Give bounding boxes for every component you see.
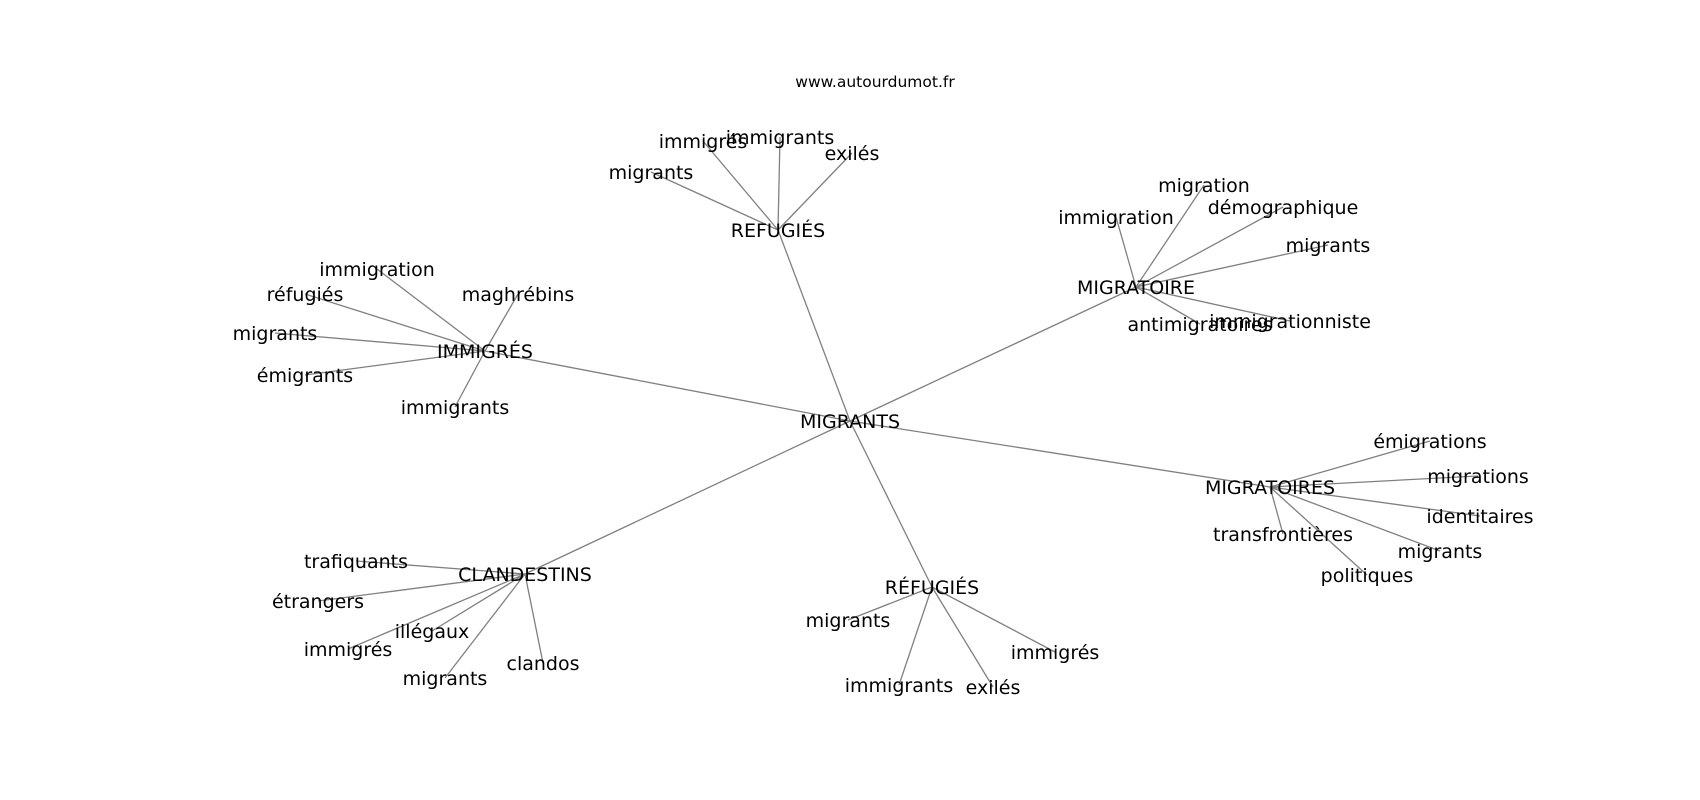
edge-migratoire-demographique xyxy=(1135,206,1284,288)
leaf-node-immigrants: immigrants xyxy=(401,397,509,419)
edges xyxy=(274,136,1481,688)
edge-immigres-refugies xyxy=(304,293,486,352)
hub-node-migratoire-1: MIGRATOIRE xyxy=(1077,277,1195,299)
hub-node-refugies-5: RÉFUGIÉS xyxy=(885,576,979,599)
edge-migratoires-migrants xyxy=(1269,486,1441,552)
leaf-node-immigration: immigration xyxy=(319,259,434,281)
edge-migratoires-identitaires xyxy=(1269,486,1481,517)
leaf-node-migrants: migrants xyxy=(609,162,694,184)
edge-clandestins-trafiquants xyxy=(355,560,526,575)
edge-migratoire-migration xyxy=(1135,184,1205,288)
edge-refugies-exiles xyxy=(777,152,853,231)
leaf-node-emigrants: émigrants xyxy=(257,365,353,387)
leaf-node-exiles: exilés xyxy=(966,677,1021,699)
hub-node-immigres-2: IMMIGRÉS xyxy=(437,340,533,363)
leaf-node-immigres: immigrés xyxy=(1011,642,1100,664)
edge-migratoire-immigration xyxy=(1115,216,1137,288)
leaf-node-migrants: migrants xyxy=(403,668,488,690)
leaf-node-migration: migration xyxy=(1158,175,1250,197)
leaf-node-politiques: politiques xyxy=(1321,565,1414,587)
edge-migratoires-migrations xyxy=(1269,475,1479,488)
edge-root-clandestins xyxy=(524,420,851,575)
edge-migratoires-politiques xyxy=(1269,486,1368,576)
leaf-node-migrants: migrants xyxy=(1286,235,1371,257)
edge-immigres-maghrebins xyxy=(484,293,519,352)
leaf-node-antimigratoires: antimigratoires xyxy=(1127,314,1272,336)
hub-node-migratoires-3: MIGRATOIRES xyxy=(1205,477,1335,499)
leaf-node-trafiquants: trafiquants xyxy=(304,551,408,573)
leaf-node-illegaux: illégaux xyxy=(395,621,470,643)
leaf-node-immigrants: immigrants xyxy=(845,675,953,697)
edge-immigres-migrants xyxy=(274,332,486,352)
leaf-node-migrants: migrants xyxy=(233,323,318,345)
leaf-node-maghrebins: maghrébins xyxy=(462,284,575,306)
leaf-node-immigrants: immigrants xyxy=(726,127,834,149)
leaf-node-immigres: immigrés xyxy=(304,639,393,661)
edge-migratoire-antimigratoires xyxy=(1135,286,1201,325)
edge-refugies-migrants xyxy=(847,586,933,621)
leaf-node-clandos: clandos xyxy=(507,653,580,675)
edge-immigres-emigrants xyxy=(304,350,486,376)
leaf-node-demographique: démographique xyxy=(1208,197,1359,219)
edge-root-refugies xyxy=(777,229,851,422)
edge-immigres-immigrants xyxy=(454,350,486,408)
edge-refugies-immigrants xyxy=(898,586,933,686)
edge-refugies-migrants xyxy=(650,171,779,231)
hub-node-clandestins-4: CLANDESTINS xyxy=(458,564,592,586)
leaf-node-migrants: migrants xyxy=(806,610,891,632)
edge-clandestins-illegaux xyxy=(431,573,526,632)
hub-node-refugies-0: REFUGIÉS xyxy=(731,219,825,242)
leaf-node-etrangers: étrangers xyxy=(272,591,364,613)
edge-clandestins-etrangers xyxy=(317,573,526,602)
edge-root-migratoire xyxy=(849,286,1137,422)
edge-refugies-immigres xyxy=(931,586,1056,653)
leaf-node-migrants: migrants xyxy=(1398,541,1483,563)
source-watermark: www.autourdumot.fr xyxy=(795,73,955,91)
edge-clandestins-migrants xyxy=(444,573,526,679)
edge-refugies-immigres xyxy=(702,140,779,231)
edge-migratoires-emigrations xyxy=(1269,440,1431,488)
leaf-node-emigrations: émigrations xyxy=(1373,431,1486,453)
leaf-node-immigration: immigration xyxy=(1058,207,1173,229)
edge-migratoires-transfrontieres xyxy=(1269,486,1284,535)
edge-root-migratoires xyxy=(849,420,1271,488)
labels: MIGRANTSREFUGIÉSimmigrantsimmigrésexilés… xyxy=(233,127,1534,699)
leaf-node-immigres: immigrés xyxy=(659,131,748,153)
leaf-node-immigrationniste: immigrationniste xyxy=(1209,311,1371,333)
edge-clandestins-clandos xyxy=(524,573,544,664)
leaf-node-migrations: migrations xyxy=(1427,466,1529,488)
edge-clandestins-immigres xyxy=(347,573,526,650)
edge-refugies-immigrants xyxy=(777,136,781,231)
leaf-node-identitaires: identitaires xyxy=(1426,506,1533,528)
leaf-node-refugies: réfugiés xyxy=(267,284,344,306)
edge-refugies-exiles xyxy=(931,586,994,688)
edge-migratoire-immigrationniste xyxy=(1135,286,1291,322)
leaf-node-exiles: exilés xyxy=(825,143,880,165)
edge-root-refugies xyxy=(849,420,933,588)
edge-immigres-immigration xyxy=(376,268,486,352)
leaf-node-transfrontieres: transfrontières xyxy=(1213,524,1353,546)
edge-root-immigres xyxy=(484,350,851,422)
edge-migratoire-migrants xyxy=(1135,244,1329,288)
root-node: MIGRANTS xyxy=(800,411,900,433)
